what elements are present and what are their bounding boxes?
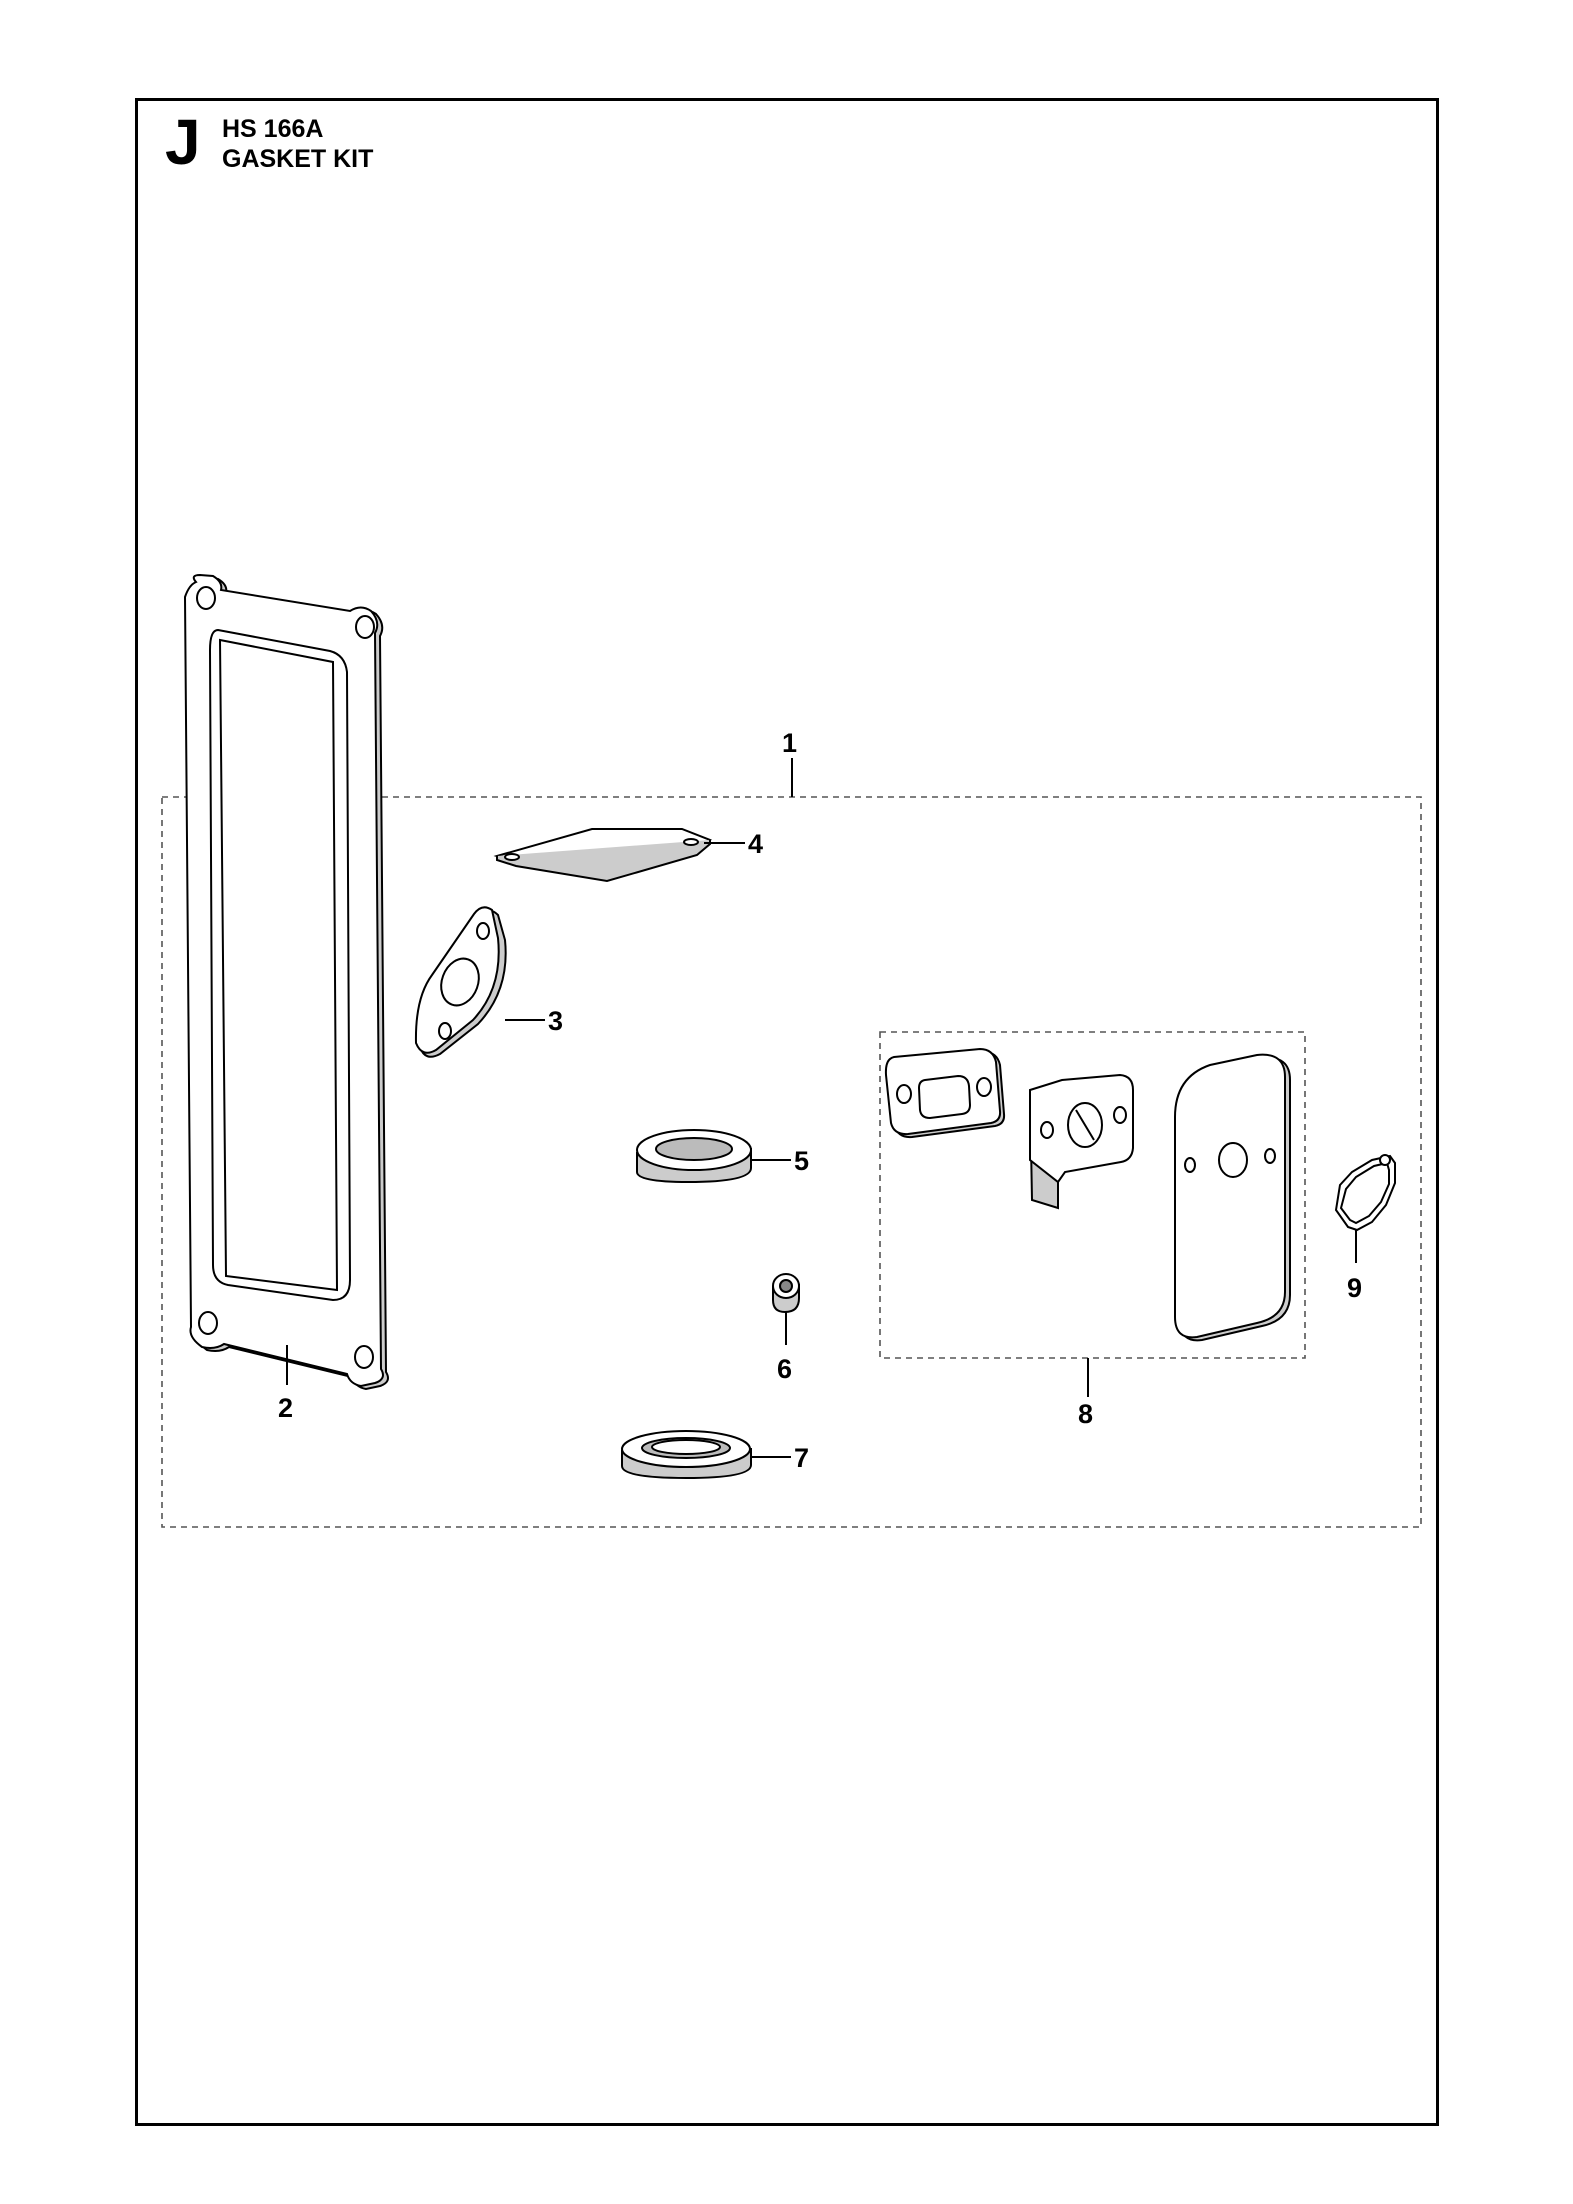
carburetor-gasket-a <box>884 1047 1006 1139</box>
page-frame <box>135 98 1439 2126</box>
callout-9: 9 <box>1347 1273 1362 1303</box>
carburetor-plate-c <box>1174 1053 1291 1342</box>
callout-6: 6 <box>777 1354 792 1384</box>
callout-3: 3 <box>548 1006 563 1036</box>
model-name: HS 166A <box>222 115 324 143</box>
callout-5: 5 <box>794 1146 809 1176</box>
cover-gasket-part <box>493 828 712 883</box>
oil-seal-part-7 <box>621 1430 752 1480</box>
callout-1: 1 <box>782 728 797 758</box>
oil-seal-part-5 <box>636 1129 752 1184</box>
o-ring-part <box>1334 1154 1396 1232</box>
cylinder-base-gasket-window <box>218 638 339 1292</box>
section-letter: J <box>165 106 201 178</box>
callout-8: 8 <box>1078 1399 1093 1429</box>
seal-washer-part <box>772 1273 800 1314</box>
gasket-set-outline <box>879 1031 1306 1359</box>
callout-7: 7 <box>794 1443 809 1473</box>
callout-2: 2 <box>278 1393 293 1423</box>
intake-gasket-part <box>414 906 507 1058</box>
callout-4: 4 <box>748 829 763 859</box>
page-title: GASKET KIT <box>222 145 374 173</box>
carburetor-spacer-b <box>1029 1073 1134 1210</box>
title-block: HS 166A GASKET KIT <box>222 114 373 174</box>
